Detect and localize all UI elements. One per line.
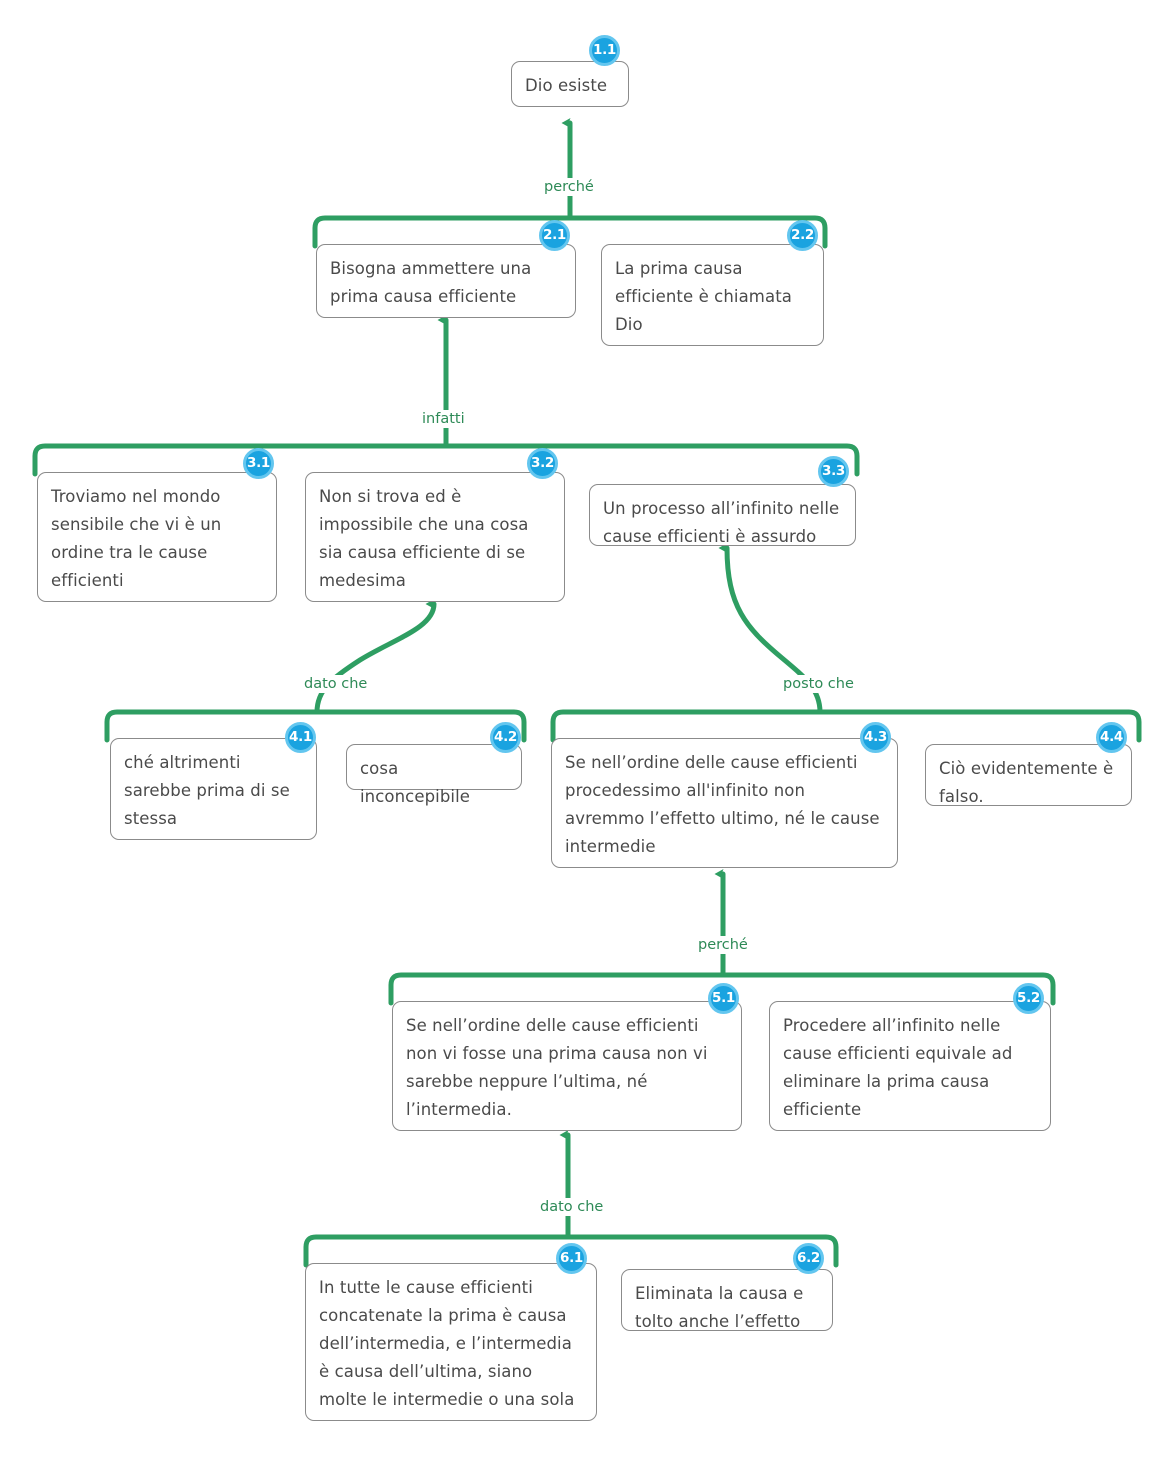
connector-label-posto-che: posto che [779,675,858,693]
claim-text: Se nell’ordine delle cause efficienti pr… [565,753,880,856]
claim-node-3-2[interactable]: Non si trova ed è impossibile che una co… [305,472,565,602]
node-badge-4-2[interactable]: 4.2 [490,722,521,753]
claim-node-4-2[interactable]: cosa inconcepibile [346,744,522,806]
connector-label-dato-che-1: dato che [300,675,372,693]
node-badge-3-2[interactable]: 3.2 [527,448,558,479]
node-badge-3-1[interactable]: 3.1 [243,448,274,479]
claim-node-2-2[interactable]: La prima causa efficiente è chiamata Dio [601,244,824,346]
node-badge-4-1[interactable]: 4.1 [285,722,316,753]
claim-text: cosa inconcepibile [360,759,471,806]
claim-text: ché altrimenti sarebbe prima di se stess… [124,753,290,828]
claim-node-2-1[interactable]: Bisogna ammettere una prima causa effici… [316,244,576,318]
connector-label-dato-che-2: dato che [536,1198,608,1216]
claim-node-4-4[interactable]: Ciò evidentemente è falso. [925,744,1132,806]
node-badge-2-1[interactable]: 2.1 [539,220,570,251]
node-badge-4-4[interactable]: 4.4 [1096,722,1127,753]
group-bracket-2 [312,215,828,249]
claim-node-4-1[interactable]: ché altrimenti sarebbe prima di se stess… [110,738,317,840]
claim-text: Troviamo nel mondo sensibile che vi è un… [51,487,222,590]
node-badge-4-3[interactable]: 4.3 [860,722,891,753]
connector-label-infatti: infatti [418,410,469,428]
node-badge-5-1[interactable]: 5.1 [708,983,739,1014]
node-badge-6-2[interactable]: 6.2 [793,1243,824,1274]
claim-node-3-1[interactable]: Troviamo nel mondo sensibile che vi è un… [37,472,277,602]
claim-text: In tutte le cause efficienti concatenate… [319,1278,575,1409]
node-badge-1-1[interactable]: 1.1 [589,35,620,66]
group-bracket-4b [550,709,1142,743]
claim-text: Non si trova ed è impossibile che una co… [319,487,529,590]
connector-dato-che-1 [314,599,437,715]
claim-text: Dio esiste [525,76,608,95]
claim-node-5-1[interactable]: Se nell’ordine delle cause efficienti no… [392,1001,742,1131]
node-badge-2-2[interactable]: 2.2 [787,220,818,251]
claim-node-5-2[interactable]: Procedere all’infinito nelle cause effic… [769,1001,1051,1131]
connector-label-perche-2: perché [694,936,752,954]
claim-text: La prima causa efficiente è chiamata Dio [615,259,792,334]
claim-text: Se nell’ordine delle cause efficienti no… [406,1016,708,1119]
claim-text: Eliminata la causa e tolto anche l’effet… [635,1284,804,1331]
claim-text: Ciò evidentemente è falso. [939,759,1114,806]
node-badge-3-3[interactable]: 3.3 [818,456,849,487]
claim-text: Procedere all’infinito nelle cause effic… [783,1016,1013,1119]
node-badge-5-2[interactable]: 5.2 [1013,983,1044,1014]
claim-node-6-1[interactable]: In tutte le cause efficienti concatenate… [305,1263,597,1421]
group-bracket-3 [32,443,860,477]
claim-node-4-3[interactable]: Se nell’ordine delle cause efficienti pr… [551,738,898,868]
claim-text: Bisogna ammettere una prima causa effici… [330,259,532,306]
claim-node-3-3[interactable]: Un processo all’infinito nelle cause eff… [589,484,856,546]
claim-text: Un processo all’infinito nelle cause eff… [603,499,840,546]
claim-node-1-1[interactable]: Dio esiste [511,61,629,107]
claim-node-6-2[interactable]: Eliminata la causa e tolto anche l’effet… [621,1269,833,1331]
node-badge-6-1[interactable]: 6.1 [556,1243,587,1274]
connector-label-perche-1: perché [540,178,598,196]
